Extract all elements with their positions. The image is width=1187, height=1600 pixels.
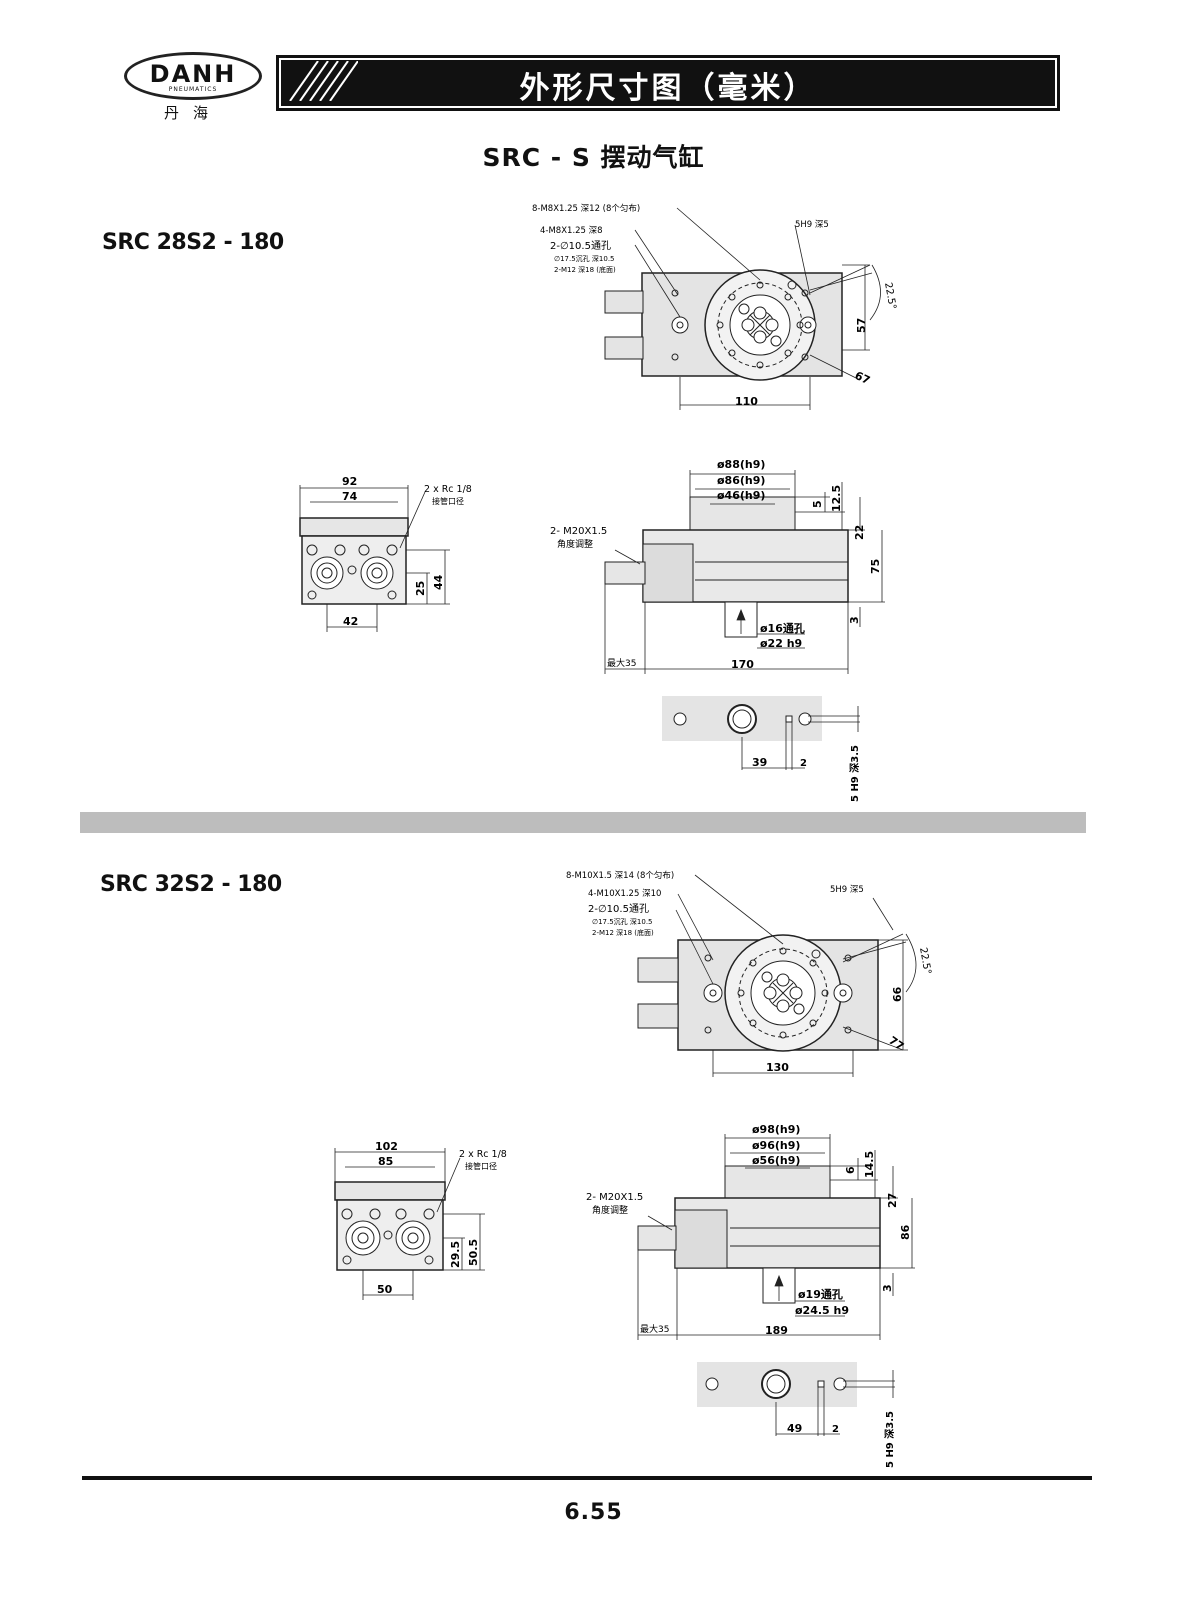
header-title: 外形尺寸图（毫米） — [519, 71, 817, 106]
side-view-2: ø98(h9) ø96(h9) ø56(h9) 6 14.5 27 86 3 2… — [586, 1123, 915, 1340]
port-label-cn: 接管口径 — [465, 1161, 497, 1171]
keyway-dim: 5 H9 深3.5 — [848, 745, 861, 802]
dim-a: 49 — [787, 1422, 802, 1435]
dim-top: 92 — [342, 475, 357, 488]
keyway-callout: 5H9 深5 — [830, 885, 864, 895]
top-view-2: 8-M10X1.5 深14 (8个匀布) 4-M10X1.25 深10 2-∅1… — [566, 870, 933, 1077]
brand-logo: DANH PNEUMATICS 丹海 — [124, 52, 264, 122]
adjust-label-cn: 角度调整 — [592, 1204, 628, 1216]
end-view-2: 102 85 2 x Rc 1/8 接管口径 29.5 50.5 50 — [334, 1140, 507, 1300]
dim-h1: 25 — [414, 581, 427, 596]
logo-subtext: PNEUMATICS — [168, 86, 218, 93]
bottom-view-1: 39 2 5 H9 深3.5 — [662, 696, 861, 802]
logo-text: DANH — [149, 60, 237, 88]
dim-h2: 44 — [432, 574, 445, 590]
dim-width: 110 — [735, 395, 758, 408]
dim-length: 189 — [765, 1324, 788, 1337]
diameter-3: ø56(h9) — [752, 1154, 800, 1167]
header-bar: 外形尺寸图（毫米） — [276, 55, 1060, 111]
model-label-1: SRC 28S2 - 180 — [102, 230, 284, 255]
dim-v3: 22 — [853, 525, 866, 540]
adjust-label: 2- M20X1.5 — [586, 1192, 643, 1203]
model-label-2: SRC 32S2 - 180 — [100, 872, 282, 897]
page-title: SRC - S 摆动气缸 — [482, 143, 705, 172]
page-number: 6.55 — [564, 1500, 623, 1525]
dim-a: 39 — [752, 756, 767, 769]
footer-rule — [82, 1476, 1092, 1480]
callout-1: 8-M8X1.25 深12 (8个匀布) — [532, 203, 640, 214]
dim-height: 57 — [855, 318, 868, 333]
dim-v3: 27 — [886, 1193, 899, 1208]
dim-h1: 29.5 — [449, 1241, 462, 1268]
callout-2: 4-M8X1.25 深8 — [540, 226, 603, 236]
callout-2: 4-M10X1.25 深10 — [588, 889, 661, 899]
section-divider — [80, 812, 1086, 833]
keyway-callout: 5H9 深5 — [795, 220, 829, 230]
through-hole: ø19通孔 — [798, 1288, 843, 1301]
dim-v1: 6 — [844, 1166, 857, 1174]
dim-v4: 86 — [899, 1224, 912, 1240]
diameter-2: ø86(h9) — [717, 474, 765, 487]
angle-label: 22.5° — [917, 947, 933, 976]
dim-height: 66 — [891, 986, 904, 1002]
dim-v1: 5 — [811, 500, 824, 508]
header-stripes — [289, 61, 358, 101]
dim-bottom: 50 — [377, 1283, 393, 1296]
callout-5: 2-M12 深18 (底面) — [592, 928, 654, 937]
dim-bottom: 42 — [343, 615, 358, 628]
logo-chinese: 丹海 — [163, 104, 222, 122]
dim-diagonal: 67 — [853, 369, 872, 387]
keyway-dim: 5 H9 深3.5 — [883, 1411, 896, 1468]
callout-4: ∅17.5沉孔 深10.5 — [592, 917, 653, 926]
diameter-1: ø98(h9) — [752, 1123, 800, 1136]
callout-5: 2-M12 深18 (底面) — [554, 265, 616, 274]
diameter-3: ø46(h9) — [717, 489, 765, 502]
dim-length: 170 — [731, 658, 754, 671]
port-fitting — [604, 336, 644, 360]
dim-v2: 14.5 — [863, 1151, 876, 1178]
dim-b: 2 — [800, 758, 807, 769]
dim-top: 102 — [375, 1140, 398, 1153]
diameter-2: ø96(h9) — [752, 1139, 800, 1152]
through-hole: ø16通孔 — [760, 622, 805, 635]
max-stroke: 最大35 — [607, 657, 636, 669]
dim-inner: 74 — [342, 490, 358, 503]
callout-4: ∅17.5沉孔 深10.5 — [554, 254, 615, 263]
header-frame — [279, 58, 1057, 108]
max-stroke: 最大35 — [640, 1323, 669, 1335]
dim-h2: 50.5 — [467, 1239, 480, 1266]
port-fitting — [604, 290, 644, 314]
logo-oval — [124, 52, 262, 100]
adjust-label-cn: 角度调整 — [557, 538, 593, 550]
bottom-view-2: 49 2 5 H9 深3.5 — [697, 1362, 896, 1468]
adjust-label: 2- M20X1.5 — [550, 526, 607, 537]
callout-1: 8-M10X1.5 深14 (8个匀布) — [566, 870, 674, 881]
bore-dim: ø24.5 h9 — [795, 1304, 849, 1317]
callout-3: 2-∅10.5通孔 — [588, 903, 649, 915]
diameter-1: ø88(h9) — [717, 458, 765, 471]
dim-v2: 12.5 — [830, 485, 843, 512]
port-label: 2 x Rc 1/8 — [424, 484, 472, 495]
port-label: 2 x Rc 1/8 — [459, 1149, 507, 1160]
dim-v5: 3 — [848, 616, 861, 624]
top-view-1: 8-M8X1.25 深12 (8个匀布) 4-M8X1.25 深8 2-∅10.… — [532, 203, 898, 410]
angle-label: 22.5° — [882, 282, 898, 311]
end-view-1: 92 74 2 x Rc 1/8 接管口径 25 44 42 — [299, 475, 472, 632]
bore-dim: ø22 h9 — [760, 637, 802, 650]
port-label-cn: 接管口径 — [432, 496, 464, 506]
dim-b: 2 — [832, 1424, 839, 1435]
dim-v5: 3 — [881, 1284, 894, 1292]
dim-v4: 75 — [869, 559, 882, 574]
callout-3: 2-∅10.5通孔 — [550, 240, 611, 252]
dim-inner: 85 — [378, 1155, 393, 1168]
dim-width: 130 — [766, 1061, 789, 1074]
side-view-1: ø88(h9) ø86(h9) ø46(h9) 5 12.5 22 75 3 2… — [550, 458, 885, 674]
